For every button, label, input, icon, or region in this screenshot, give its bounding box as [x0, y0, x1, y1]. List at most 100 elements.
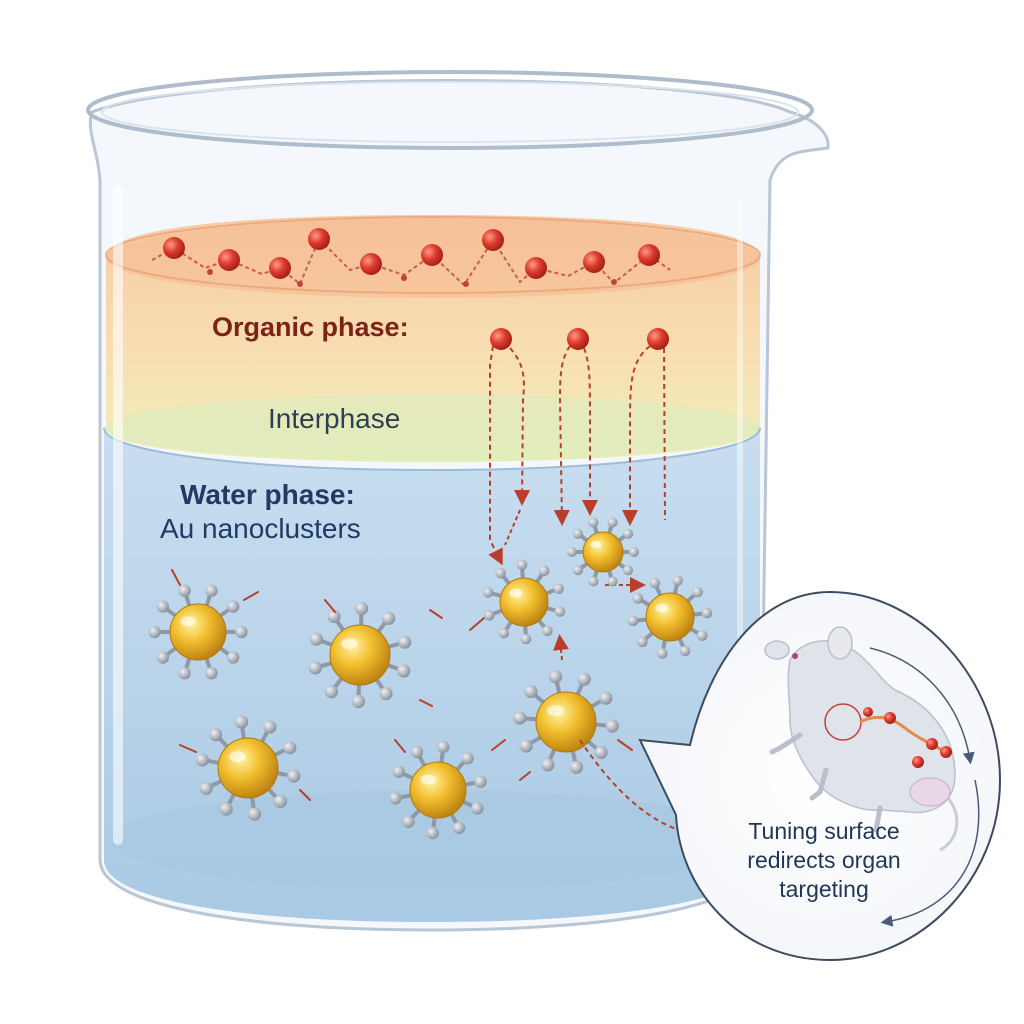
ligand-knob	[402, 815, 415, 828]
ligand-knob	[572, 565, 583, 576]
gold-highlight	[590, 540, 602, 549]
ligand-knob	[513, 711, 527, 725]
ligand-knob	[324, 685, 338, 699]
ligand-knob	[263, 720, 277, 734]
gold-core	[535, 691, 597, 753]
ligand-knob	[520, 633, 532, 645]
ligand-knob	[524, 684, 538, 699]
ligand-knob	[178, 584, 191, 597]
molecule	[218, 249, 240, 271]
ligand-knob	[498, 627, 510, 639]
water-phase-label: Water phase:	[180, 479, 355, 510]
organic-phase-label: Organic phase:	[212, 312, 409, 342]
molecule	[421, 244, 443, 266]
ligand-knob	[148, 625, 161, 639]
ligand-knob	[461, 752, 474, 765]
ligand-knob	[577, 672, 591, 686]
ligand-knob	[178, 667, 191, 680]
ligand-knob	[156, 600, 170, 613]
interphase-band	[105, 394, 761, 462]
ligand-knob	[308, 661, 322, 675]
gold-highlight	[654, 603, 669, 613]
ligand-knob	[437, 740, 450, 754]
interphase-label: Interphase	[268, 403, 401, 434]
ligand-knob	[471, 802, 484, 815]
gold-core	[582, 531, 624, 573]
ligand-knob	[569, 760, 584, 774]
ligand-knob	[701, 607, 713, 619]
gold-highlight	[420, 774, 437, 785]
ligand-knob	[156, 651, 170, 664]
molecule	[269, 257, 291, 279]
au-nanocluster	[148, 584, 248, 680]
ligand-knob	[219, 802, 233, 816]
ligand-knob	[226, 651, 240, 664]
gold-core	[499, 577, 549, 627]
gold-core	[217, 737, 279, 799]
ligand-knob	[607, 576, 618, 587]
ligand-knob	[696, 630, 708, 641]
beaker	[86, 70, 830, 932]
ligand-knob	[226, 600, 240, 613]
ligand-knob	[351, 694, 365, 709]
ligand-knob	[623, 565, 634, 576]
molecule	[567, 328, 589, 350]
ligand-knob	[205, 667, 218, 680]
ligand-knob	[594, 745, 608, 760]
ligand-knob	[495, 567, 506, 579]
gold-highlight	[180, 616, 197, 627]
molecule	[360, 253, 382, 275]
ligand-knob	[195, 753, 209, 767]
callout-caption: Tuning surface redirects organ targeting	[747, 818, 901, 902]
ligand-knob	[599, 691, 613, 705]
ligand-knob	[627, 615, 639, 627]
ligand-knob	[287, 769, 301, 783]
ligand-knob	[541, 758, 555, 772]
ligand-knob	[410, 745, 424, 759]
ligand-knob	[607, 517, 618, 528]
ligand-knob	[519, 739, 533, 753]
molecule	[583, 251, 605, 273]
ligand-knob	[355, 601, 369, 616]
ligand-knob	[309, 632, 323, 646]
ligand-knob	[398, 635, 412, 649]
ligand-knob	[199, 781, 213, 795]
ligand-knob	[679, 645, 691, 657]
ligand-knob	[629, 547, 639, 557]
ligand-knob	[567, 547, 577, 557]
molecule	[163, 237, 185, 259]
gold-highlight	[547, 705, 564, 716]
ligand-knob	[572, 528, 583, 539]
targeting-path	[579, 739, 701, 836]
ligand-knob	[548, 670, 563, 684]
gold-highlight	[341, 638, 358, 649]
ligand-knob	[327, 609, 341, 624]
organ-targeting-callout	[638, 590, 1002, 962]
ligand-knob	[235, 625, 248, 639]
ligand-knob	[382, 611, 396, 625]
au-nanocluster-group	[148, 517, 713, 840]
ligand-knob	[273, 794, 287, 809]
ligand-knob	[538, 565, 550, 577]
ligand-knob	[205, 584, 218, 597]
ligand-knob	[588, 576, 599, 587]
au-nanoclusters-label: Au nanoclusters	[160, 513, 361, 544]
gold-core	[329, 624, 391, 686]
au-nanocluster	[389, 740, 487, 840]
ligand-knob	[209, 727, 223, 742]
au-nanocluster	[308, 601, 412, 709]
organic-molecule-chain	[151, 228, 671, 287]
au-nanocluster	[513, 670, 619, 774]
ligand-fragments	[171, 569, 633, 801]
molecule	[482, 229, 504, 251]
ligand-knob	[392, 765, 405, 778]
gold-highlight	[508, 588, 523, 598]
molecule	[525, 257, 547, 279]
ligand-knob	[283, 741, 297, 755]
au-nanocluster	[567, 517, 639, 587]
ligand-knob	[247, 807, 262, 821]
molecule	[647, 328, 669, 350]
ligand-knob	[426, 826, 439, 840]
